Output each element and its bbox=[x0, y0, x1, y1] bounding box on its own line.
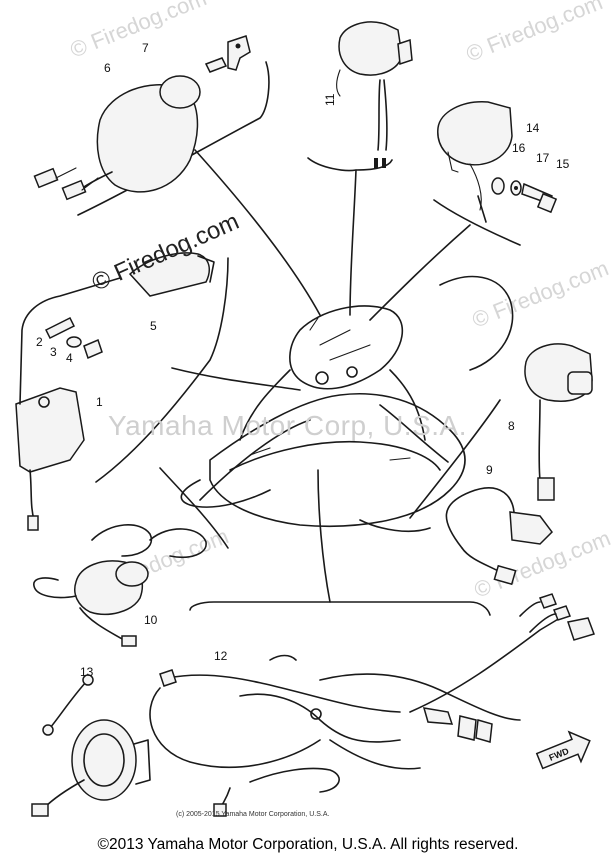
bolt-part-15[interactable] bbox=[521, 182, 558, 214]
relay-part-11[interactable] bbox=[336, 21, 413, 168]
callout-14: 14 bbox=[526, 121, 540, 135]
watermark-yamaha: Yamaha Motor Corp, U.S.A. bbox=[108, 410, 467, 441]
diagram-copyright: (c) 2005-2015 Yamaha Motor Corporation, … bbox=[176, 811, 330, 818]
lead-wire-part-13[interactable] bbox=[42, 674, 94, 736]
callout-17: 17 bbox=[536, 151, 550, 165]
callout-11: 11 bbox=[323, 93, 337, 106]
callout-9: 9 bbox=[486, 463, 493, 477]
plug-cap-part-5[interactable] bbox=[128, 252, 215, 297]
callout-12: 12 bbox=[214, 649, 228, 663]
regulator-part-14[interactable] bbox=[437, 101, 513, 223]
neutral-switch-part-9[interactable] bbox=[445, 487, 553, 586]
callout-10: 10 bbox=[144, 613, 158, 627]
footer-copyright: ©2013 Yamaha Motor Corporation, U.S.A. A… bbox=[97, 836, 519, 853]
watermark-firedog: © Firedog.com bbox=[463, 0, 606, 67]
washer-part-3[interactable] bbox=[66, 336, 82, 348]
callout-2: 2 bbox=[36, 335, 43, 349]
ignition-coil-part-1[interactable] bbox=[15, 277, 121, 531]
nut-part-4[interactable] bbox=[83, 338, 103, 360]
main-switch-part-6[interactable] bbox=[33, 75, 201, 201]
callout-15: 15 bbox=[556, 157, 570, 171]
handlebar-switch-part-8[interactable] bbox=[524, 343, 593, 501]
washer-part-17[interactable] bbox=[510, 180, 522, 196]
bolt-part-2[interactable] bbox=[44, 316, 76, 340]
lamp-housing bbox=[31, 719, 151, 817]
key-part-7[interactable] bbox=[204, 35, 251, 73]
callout-13: 13 bbox=[80, 665, 94, 679]
group-leaders bbox=[77, 61, 521, 616]
watermark-firedog: © Firedog.com bbox=[67, 0, 210, 63]
fwd-arrow: FWD bbox=[535, 730, 591, 770]
callout-5: 5 bbox=[150, 319, 157, 333]
callout-7: 7 bbox=[142, 41, 149, 55]
callout-16: 16 bbox=[512, 141, 526, 155]
callout-numbers: 1 2 3 4 5 6 7 8 9 10 11 12 13 14 15 16 1… bbox=[36, 41, 570, 679]
callout-6: 6 bbox=[104, 61, 111, 75]
switch-part-10[interactable] bbox=[33, 524, 207, 647]
callout-8: 8 bbox=[508, 419, 515, 433]
watermark-firedog: © Firedog.com bbox=[469, 255, 612, 332]
washer-part-16[interactable] bbox=[491, 177, 505, 195]
wire-harness-part-12[interactable] bbox=[149, 593, 595, 817]
engine-frame-assembly bbox=[180, 275, 514, 533]
callout-3: 3 bbox=[50, 345, 57, 359]
callout-4: 4 bbox=[66, 351, 73, 365]
callout-1: 1 bbox=[96, 395, 103, 409]
